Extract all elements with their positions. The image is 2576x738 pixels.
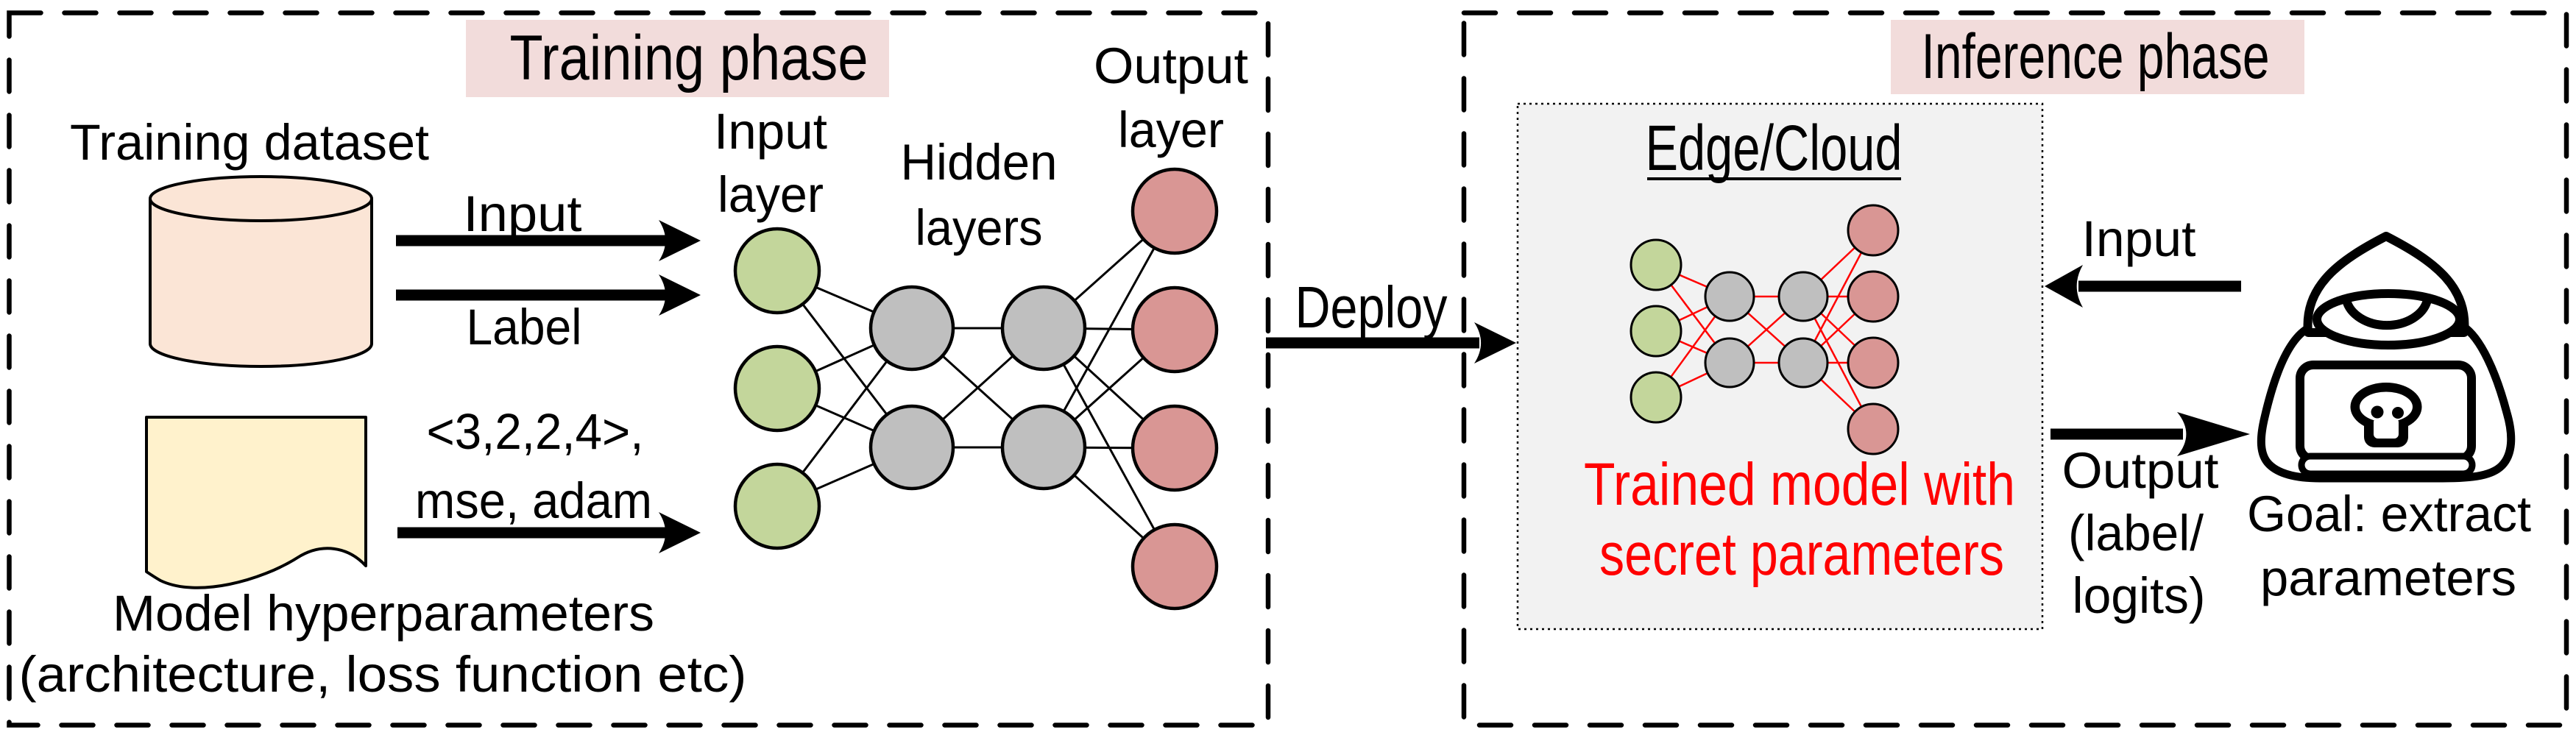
svg-text:<3,2,2,4>,: <3,2,2,4>, — [427, 403, 644, 460]
svg-text:layers: layers — [916, 199, 1043, 256]
svg-text:Training phase: Training phase — [510, 23, 868, 93]
svg-text:Edge/Cloud: Edge/Cloud — [1646, 113, 1903, 184]
svg-text:secret parameters: secret parameters — [1599, 521, 2004, 588]
svg-text:Goal: extract: Goal: extract — [2247, 486, 2531, 542]
svg-text:layer: layer — [1118, 102, 1224, 158]
svg-text:Output: Output — [2062, 442, 2219, 499]
svg-text:(architecture, loss function e: (architecture, loss function etc) — [19, 646, 747, 703]
svg-text:Input: Input — [464, 185, 582, 242]
svg-text:Deploy: Deploy — [1295, 274, 1448, 340]
svg-text:mse, adam: mse, adam — [415, 472, 652, 529]
svg-text:Input: Input — [2082, 210, 2196, 267]
svg-text:parameters: parameters — [2260, 550, 2516, 606]
svg-text:layer: layer — [718, 166, 824, 223]
svg-text:Training dataset: Training dataset — [70, 114, 429, 171]
svg-text:Inference phase: Inference phase — [1922, 21, 2270, 92]
svg-text:Hidden: Hidden — [901, 134, 1058, 191]
svg-text:(label/: (label/ — [2068, 505, 2204, 561]
svg-text:Label: Label — [467, 299, 582, 355]
svg-text:Input: Input — [714, 103, 827, 160]
svg-text:Output: Output — [1094, 38, 1248, 94]
svg-text:Model hyperparameters: Model hyperparameters — [113, 585, 654, 642]
svg-text:logits): logits) — [2073, 567, 2206, 624]
svg-text:Trained model with: Trained model with — [1584, 451, 2015, 518]
